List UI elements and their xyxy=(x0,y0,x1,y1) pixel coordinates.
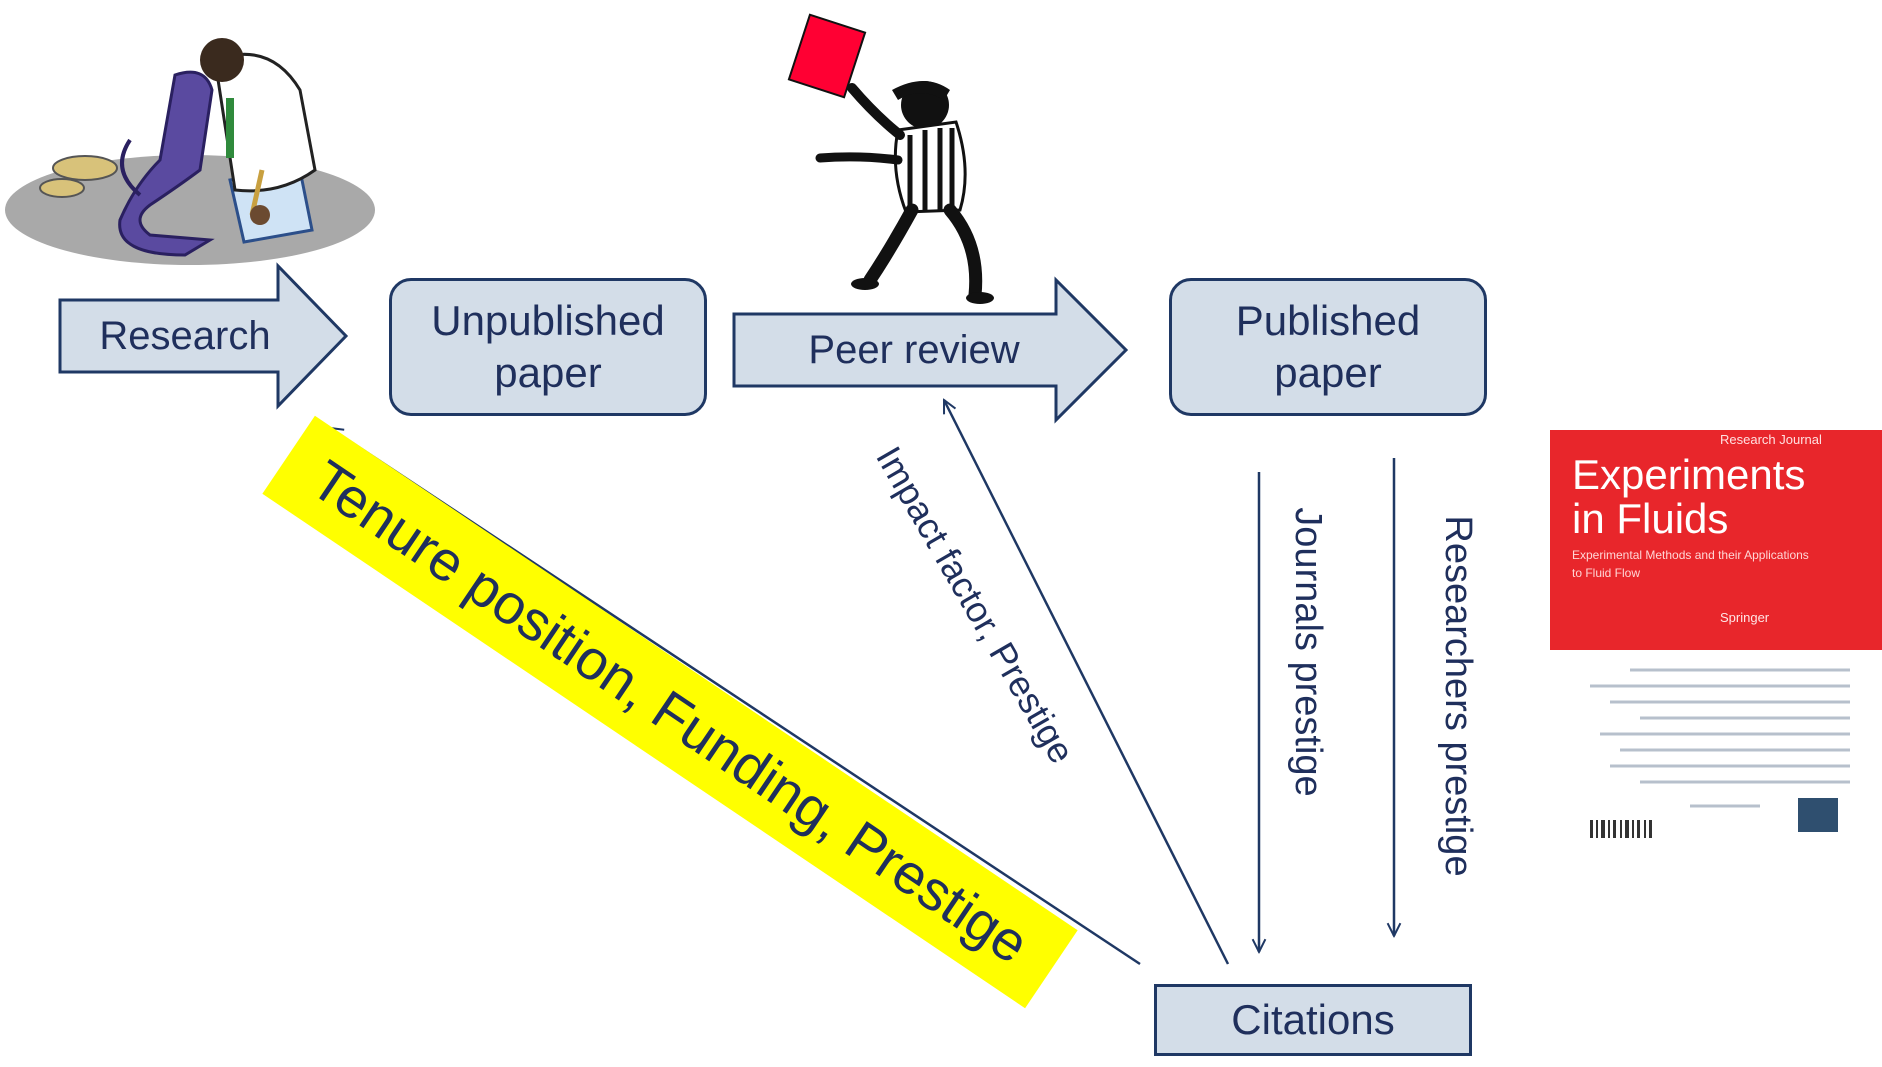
unpublished-paper-line1: Unpublished xyxy=(431,297,665,344)
referee-red-card-illustration xyxy=(787,13,994,304)
citations-label: Citations xyxy=(1231,996,1395,1043)
journal-cover-publisher: Springer xyxy=(1720,610,1770,625)
journal-cover-header: Research Journal xyxy=(1720,432,1822,447)
journals-prestige-label: Journals prestige xyxy=(1287,507,1329,797)
published-paper-box: Published paper xyxy=(1169,278,1487,416)
peer-review-label: Peer review xyxy=(808,328,1020,372)
impact-arrow-line xyxy=(942,400,1230,965)
journal-cover-red-header: Research Journal Experiments in Fluids E… xyxy=(1550,430,1882,650)
unpublished-paper-box: Unpublished paper xyxy=(389,278,707,416)
journal-cover-contents-lines xyxy=(1590,668,1850,838)
journal-cover-barcode xyxy=(1590,820,1652,838)
journal-cover-title-line2: in Fluids xyxy=(1572,495,1729,542)
unpublished-paper-line2: paper xyxy=(494,349,602,396)
research-label: Research xyxy=(99,314,271,358)
citations-box: Citations xyxy=(1154,984,1472,1056)
journal-cover: Research Journal Experiments in Fluids E… xyxy=(1550,430,1882,850)
scientist-microscope-illustration xyxy=(5,38,375,265)
researchers-prestige-label: Researchers prestige xyxy=(1437,515,1479,877)
journal-cover-subtitle: Experimental Methods and their Applicati… xyxy=(1572,548,1809,580)
published-paper-line1: Published xyxy=(1235,297,1421,344)
journal-cover-title-line1: Experiments xyxy=(1572,451,1806,498)
peer-review-block-arrow xyxy=(732,276,1129,424)
published-paper-line2: paper xyxy=(1274,349,1382,396)
research-block-arrow xyxy=(58,262,349,410)
